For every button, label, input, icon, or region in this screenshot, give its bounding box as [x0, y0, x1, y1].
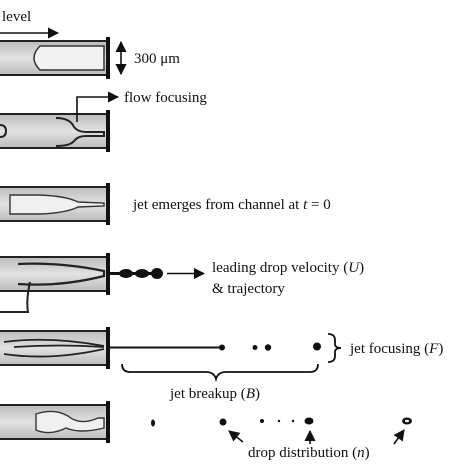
- dimension-label: 300 μm: [134, 51, 180, 67]
- satellite-drop: [291, 419, 295, 423]
- focusing-neck: [55, 117, 105, 147]
- panel-jet-focusing: jet focusing (F) jet breakup (B): [0, 327, 443, 402]
- channel-image: [0, 330, 110, 366]
- flow-focusing-label: flow focusing: [124, 90, 207, 106]
- distribution-arrow: [393, 429, 405, 445]
- inlet-tube: [0, 124, 8, 138]
- drop-highlight: [405, 419, 409, 423]
- jet-emerges-label: jet emerges from channel at t = 0: [132, 197, 331, 213]
- level-label: level: [2, 9, 31, 25]
- focused-stream: [17, 262, 106, 286]
- drop: [260, 419, 264, 423]
- jet-breakup-label: jet breakup (B): [169, 386, 260, 402]
- jet-breakup-brace: [121, 363, 319, 383]
- jet-focusing-brace: [327, 333, 342, 363]
- leading-drop: [313, 342, 321, 351]
- focused-stream: [9, 194, 105, 215]
- drop: [219, 418, 227, 426]
- fluid-interface: [33, 45, 105, 71]
- fluid-interface: [35, 410, 105, 434]
- jet-bead: [135, 269, 149, 278]
- panel-leading-drop: leading drop velocity (U) & trajectory: [0, 253, 364, 313]
- jet-drop: [219, 344, 225, 351]
- drop: [304, 417, 314, 425]
- channel-image: [0, 256, 110, 292]
- jet-drop: [264, 344, 272, 351]
- flow-focusing-arrow: [76, 91, 120, 122]
- jet-focusing-label: jet focusing (F): [349, 341, 443, 357]
- channel-exit-edge: [106, 110, 110, 152]
- panel-flow-focusing: flow focusing: [0, 90, 207, 152]
- channel-exit-edge: [106, 401, 110, 443]
- jet-bead: [119, 269, 133, 278]
- drop-distribution-label: drop distribution (n): [248, 445, 370, 461]
- channel-exit-edge: [106, 327, 110, 369]
- leading-drop-label-line1: leading drop velocity (U): [212, 260, 364, 276]
- channel-exit-edge: [106, 37, 110, 79]
- leading-drop-label-line2: & trajectory: [212, 281, 285, 297]
- inlet-tube: [0, 281, 31, 313]
- focused-stream: [3, 338, 105, 358]
- panel-jet-emerges: jet emerges from channel at t = 0: [0, 183, 331, 225]
- channel-exit-edge: [106, 253, 110, 295]
- satellite-drop: [252, 345, 258, 350]
- panel-drop-distribution: drop distribution (n): [0, 401, 412, 461]
- drop: [151, 419, 155, 427]
- panel-level: level 300 μm: [0, 9, 180, 79]
- distribution-arrow: [228, 430, 244, 443]
- satellite-drop: [277, 419, 281, 423]
- channel-exit-edge: [106, 183, 110, 225]
- thin-jet: [110, 346, 222, 349]
- leading-drop: [151, 268, 163, 279]
